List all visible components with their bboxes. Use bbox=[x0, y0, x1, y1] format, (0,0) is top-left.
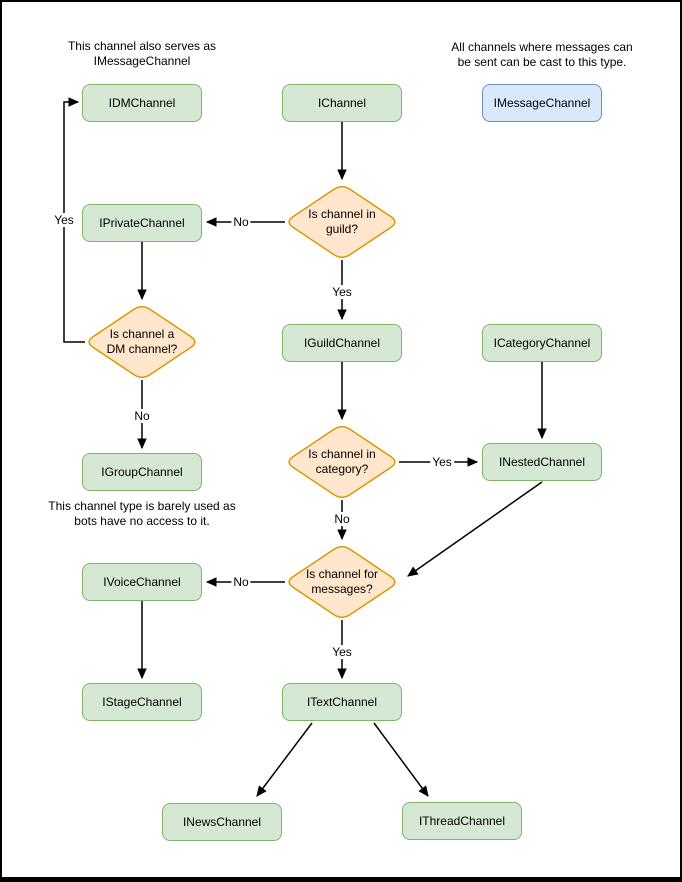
edge-label-messages-no: No bbox=[231, 575, 251, 589]
node-inewschannel: INewsChannel bbox=[162, 803, 282, 841]
decision-diamond-is-channel-in-guild bbox=[288, 186, 396, 258]
decision-diamond-is-channel-for-messages bbox=[288, 546, 396, 618]
edge-label-category-yes: Yes bbox=[430, 455, 454, 469]
decision-diamond-is-channel-in-category bbox=[288, 426, 396, 498]
node-ithreadchannel: IThreadChannel bbox=[402, 802, 522, 840]
node-ichannel: IChannel bbox=[282, 84, 402, 122]
node-ivoicechannel: IVoiceChannel bbox=[82, 563, 202, 601]
decision-diamond-is-channel-a-dm-channel bbox=[88, 306, 196, 378]
edge-itextchannel-to-inewschannel bbox=[256, 722, 313, 797]
edge-label-guild-yes: Yes bbox=[330, 285, 354, 299]
node-imessagechannel: IMessageChannel bbox=[482, 84, 602, 122]
note-imessagechannel: All channels where messages can be sent … bbox=[451, 40, 633, 69]
note-idmchannel: This channel also serves as IMessageChan… bbox=[67, 39, 217, 68]
decision-label-is-channel-in-guild: Is channel in guild? bbox=[308, 207, 376, 236]
edge-itextchannel-to-ithreadchannel bbox=[373, 722, 429, 797]
edge-label-dm-yes: Yes bbox=[52, 213, 76, 227]
node-iprivatechannel: IPrivateChannel bbox=[82, 204, 202, 242]
decision-label-is-channel-in-category: Is channel in category? bbox=[308, 447, 376, 476]
decision-label-is-channel-for-messages: Is channel for messages? bbox=[305, 567, 379, 596]
edge-inestedchannel-to-messages-decision bbox=[407, 481, 543, 577]
edge-label-dm-no: No bbox=[132, 409, 152, 423]
node-inestedchannel: INestedChannel bbox=[482, 443, 602, 481]
note-igroupchannel: This channel type is barely used as bots… bbox=[48, 499, 236, 528]
node-idmchannel: IDMChannel bbox=[82, 84, 202, 122]
edge-label-category-no: No bbox=[332, 512, 352, 526]
decision-label-is-channel-a-dm: Is channel a DM channel? bbox=[106, 327, 178, 356]
edge-label-guild-no: No bbox=[231, 215, 251, 229]
node-itextchannel: ITextChannel bbox=[282, 683, 402, 721]
node-istagechannel: IStageChannel bbox=[82, 683, 202, 721]
node-icategorychannel: ICategoryChannel bbox=[482, 324, 602, 362]
edge-label-messages-yes: Yes bbox=[330, 645, 354, 659]
node-iguildchannel: IGuildChannel bbox=[282, 324, 402, 362]
node-igroupchannel: IGroupChannel bbox=[82, 453, 202, 491]
